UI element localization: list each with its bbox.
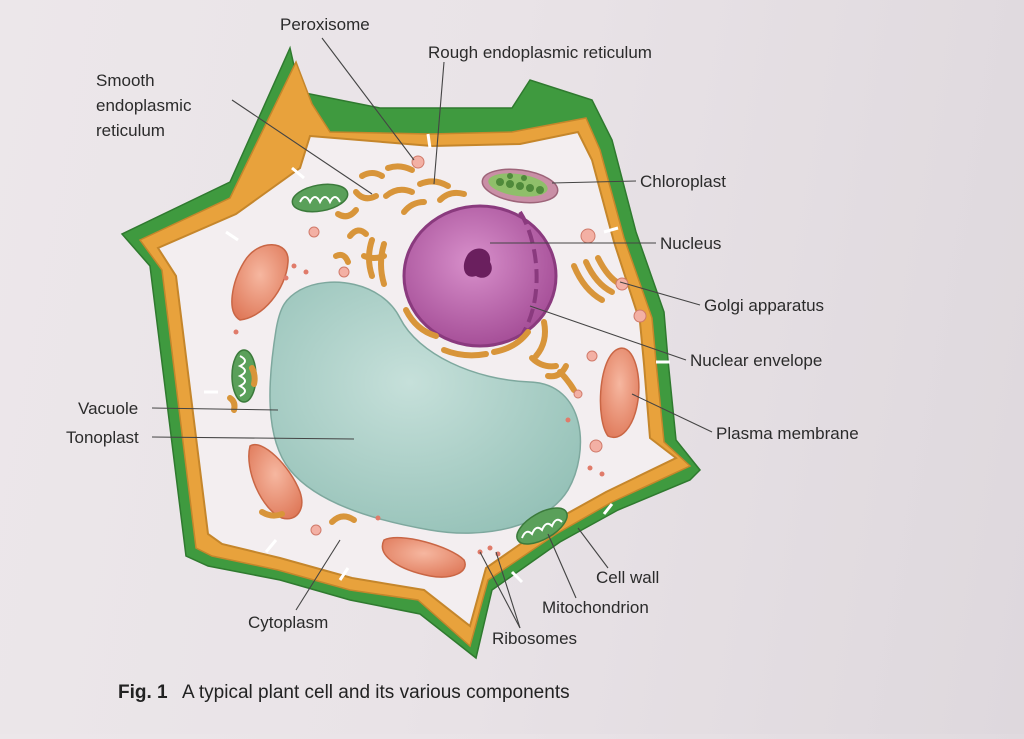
label-cell-wall: Cell wall xyxy=(596,568,659,587)
chloroplast-grana xyxy=(496,173,544,194)
leader-lines xyxy=(151,37,713,629)
mitochondrion xyxy=(291,183,349,213)
caption-number: Fig. 1 xyxy=(118,682,168,703)
mitochondria xyxy=(231,183,568,545)
chloroplast xyxy=(231,244,289,321)
endoplasmic-reticulum xyxy=(227,163,577,525)
chloroplasts xyxy=(231,168,640,578)
nucleus xyxy=(402,204,558,348)
label-tonoplast: Tonoplast xyxy=(66,428,139,447)
mitochondrion-labelled xyxy=(516,507,568,545)
peroxisomes xyxy=(308,155,647,536)
nuclear-envelope-pores xyxy=(518,210,539,340)
label-smooth-er-3: reticulum xyxy=(96,121,165,140)
label-nuclear-envelope: Nuclear envelope xyxy=(690,351,822,370)
label-golgi: Golgi apparatus xyxy=(704,296,824,315)
wall-junctions xyxy=(204,133,670,584)
label-smooth-er-1: Smooth xyxy=(96,71,155,90)
label-cytoplasm: Cytoplasm xyxy=(248,613,328,632)
labels: Peroxisome Rough endoplasmic reticulum S… xyxy=(66,15,859,648)
label-mitochondrion: Mitochondrion xyxy=(542,598,649,617)
figure-caption: Fig. 1 A typical plant cell and its vari… xyxy=(118,682,570,703)
label-nucleus: Nucleus xyxy=(660,234,721,253)
label-ribosomes: Ribosomes xyxy=(492,629,577,648)
label-chloroplast: Chloroplast xyxy=(640,172,726,191)
label-vacuole: Vacuole xyxy=(78,399,138,418)
label-rough-er: Rough endoplasmic reticulum xyxy=(428,43,652,62)
label-smooth-er-2: endoplasmic xyxy=(96,96,192,115)
label-plasma-membrane: Plasma membrane xyxy=(716,424,859,443)
chloroplast xyxy=(381,536,466,578)
caption-text: A typical plant cell and its various com… xyxy=(182,682,570,703)
chloroplast xyxy=(248,443,303,520)
label-peroxisome: Peroxisome xyxy=(280,15,370,34)
chloroplast xyxy=(599,347,640,439)
nucleolus xyxy=(463,248,492,278)
